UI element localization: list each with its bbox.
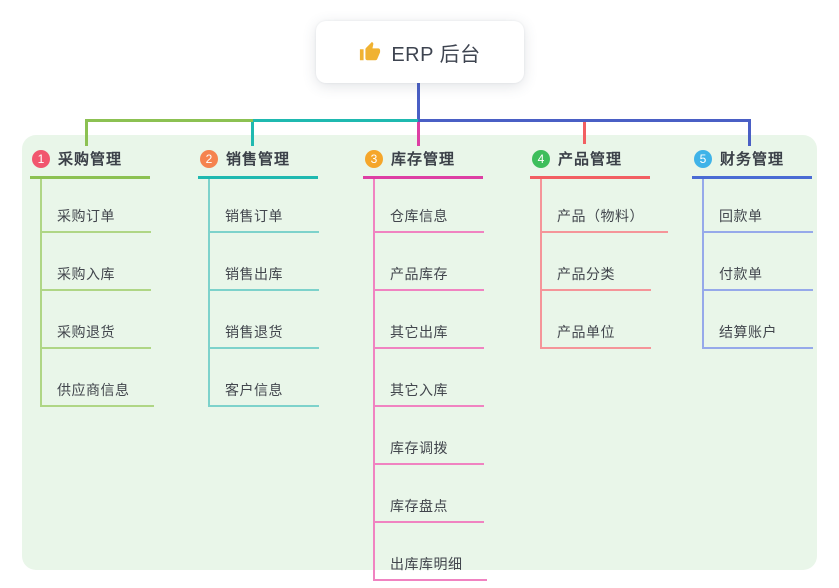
root-node[interactable]: ERP 后台 (316, 21, 524, 83)
branch-children: 仓库信息产品库存其它出库其它入库库存调拨库存盘点出库库明细 (373, 179, 487, 581)
branch-number-badge: 3 (365, 149, 383, 168)
branch-children: 产品（物料）产品分类产品单位 (540, 179, 668, 349)
connector-drop-inventory (417, 122, 420, 146)
branch-header-product[interactable]: 4 产品管理 (530, 147, 650, 179)
branches-panel (22, 135, 817, 570)
branch-children: 销售订单销售出库销售退货客户信息 (208, 179, 319, 407)
branch-number-badge: 5 (694, 149, 712, 168)
branch-number-badge: 2 (200, 149, 218, 168)
branch-header-purchase[interactable]: 1 采购管理 (30, 147, 150, 179)
connector-drop-purchase (85, 119, 88, 146)
child-node[interactable]: 采购入库 (42, 233, 151, 291)
connector-root-drop (417, 83, 420, 121)
branch-title: 采购管理 (58, 151, 123, 168)
child-node[interactable]: 回款单 (704, 179, 813, 233)
child-node[interactable]: 付款单 (704, 233, 813, 291)
child-node[interactable]: 销售订单 (210, 179, 319, 233)
connector-segment-left (85, 119, 253, 122)
branch-title: 财务管理 (720, 151, 785, 168)
branch-finance: 5 财务管理 回款单付款单结算账户 (692, 147, 813, 349)
thumbs-up-icon (359, 41, 381, 63)
child-node[interactable]: 销售退货 (210, 291, 319, 349)
child-node[interactable]: 销售出库 (210, 233, 319, 291)
branch-sales: 2 销售管理 销售订单销售出库销售退货客户信息 (198, 147, 319, 407)
child-node[interactable]: 产品单位 (542, 291, 651, 349)
child-node[interactable]: 库存调拨 (375, 407, 484, 465)
child-node[interactable]: 结算账户 (704, 291, 813, 349)
branch-number-badge: 4 (532, 149, 550, 168)
branch-children: 回款单付款单结算账户 (702, 179, 813, 349)
branch-children: 采购订单采购入库采购退货供应商信息 (40, 179, 154, 407)
root-title: ERP 后台 (391, 43, 481, 66)
branch-header-sales[interactable]: 2 销售管理 (198, 147, 318, 179)
branch-title: 库存管理 (391, 151, 456, 168)
branch-inventory: 3 库存管理 仓库信息产品库存其它出库其它入库库存调拨库存盘点出库库明细 (363, 147, 487, 581)
child-node[interactable]: 产品（物料） (542, 179, 668, 233)
child-node[interactable]: 产品分类 (542, 233, 651, 291)
child-node[interactable]: 出库库明细 (375, 523, 487, 581)
child-node[interactable]: 其它出库 (375, 291, 484, 349)
child-node[interactable]: 其它入库 (375, 349, 484, 407)
connector-segment-right (418, 119, 751, 122)
branch-header-inventory[interactable]: 3 库存管理 (363, 147, 483, 179)
child-node[interactable]: 采购退货 (42, 291, 151, 349)
branch-purchase: 1 采购管理 采购订单采购入库采购退货供应商信息 (30, 147, 154, 407)
connector-segment-mid (253, 119, 418, 122)
connector-drop-finance (748, 119, 751, 146)
connector-drop-sales (251, 122, 254, 146)
branch-number-badge: 1 (32, 149, 50, 168)
branch-title: 产品管理 (558, 151, 623, 168)
child-node[interactable]: 客户信息 (210, 349, 319, 407)
child-node[interactable]: 产品库存 (375, 233, 484, 291)
child-node[interactable]: 仓库信息 (375, 179, 484, 233)
branch-product: 4 产品管理 产品（物料）产品分类产品单位 (530, 147, 668, 349)
connector-drop-product (583, 122, 586, 144)
child-node[interactable]: 采购订单 (42, 179, 151, 233)
branch-header-finance[interactable]: 5 财务管理 (692, 147, 812, 179)
branch-title: 销售管理 (226, 151, 291, 168)
child-node[interactable]: 供应商信息 (42, 349, 154, 407)
child-node[interactable]: 库存盘点 (375, 465, 484, 523)
